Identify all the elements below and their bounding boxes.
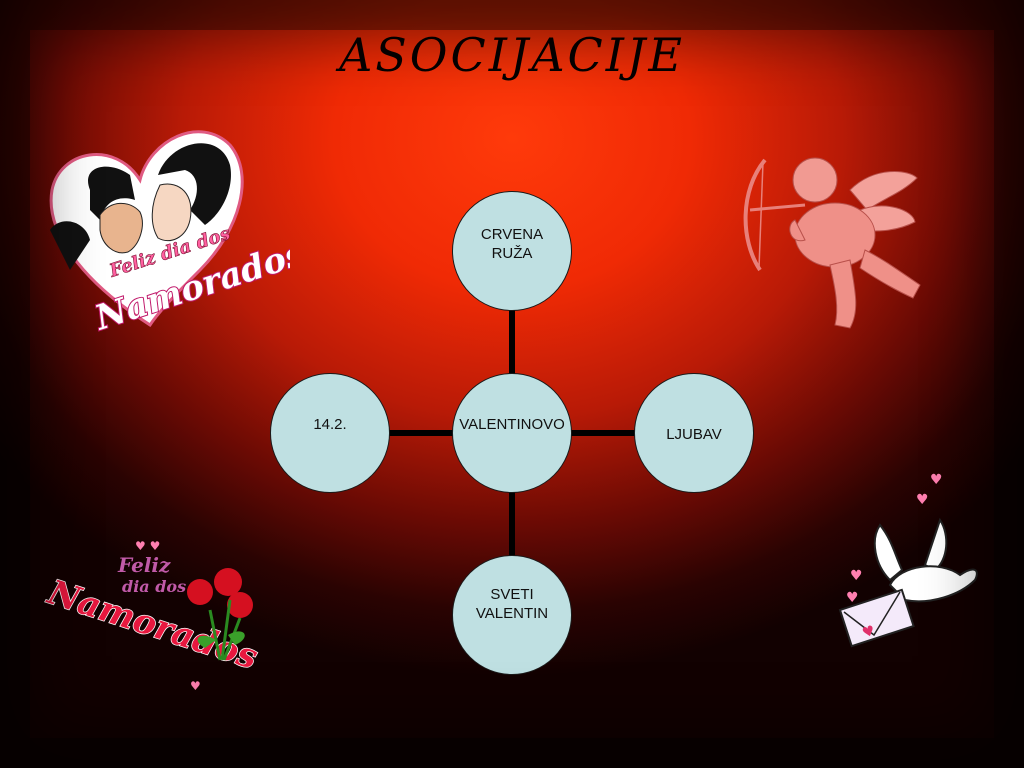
namorados-roses-logo-line1: Feliz xyxy=(117,553,171,577)
node-center-valentinovo[interactable]: VALENTINOVO xyxy=(452,373,572,493)
cupid-clipart xyxy=(743,157,921,329)
svg-text:♥ ♥: ♥ ♥ xyxy=(135,539,160,553)
node-crvena-ruza[interactable]: CRVENA RUŽA xyxy=(452,191,572,311)
node-sveti-valentin-label: SVETI VALENTIN xyxy=(475,586,549,622)
dove-love-letter-clipart: ♥ ♥ ♥ ♥ ♥ xyxy=(838,472,978,648)
svg-text:♥: ♥ xyxy=(916,492,929,508)
connector-top xyxy=(509,310,515,376)
node-crvena-ruza-label: CRVENA RUŽA xyxy=(480,226,544,262)
svg-text:♥: ♥ xyxy=(860,623,877,642)
connector-left xyxy=(388,430,454,436)
node-sveti-valentin[interactable]: SVETI VALENTIN xyxy=(452,555,572,675)
connector-right xyxy=(570,430,636,436)
node-14-2[interactable]: 14.2. xyxy=(270,373,390,493)
slide-title: ASOCIJACIJE xyxy=(339,28,685,82)
svg-text:♥: ♥ xyxy=(846,590,859,606)
svg-text:♥: ♥ xyxy=(930,472,943,488)
svg-text:♥: ♥ xyxy=(850,568,863,584)
svg-text:♥: ♥ xyxy=(190,679,201,693)
node-14-2-label: 14.2. xyxy=(313,416,347,433)
namorados-roses-logo: Feliz dia dos Namorados ♥ ♥ ♥ xyxy=(42,539,263,693)
couple-heart-clipart xyxy=(49,130,244,328)
node-ljubav-label: LJUBAV xyxy=(666,426,722,443)
node-center-label: VALENTINOVO xyxy=(459,416,565,433)
node-ljubav[interactable]: LJUBAV xyxy=(634,373,754,493)
connector-bottom xyxy=(509,490,515,556)
namorados-logo-top: Feliz dia dos Namorados xyxy=(90,223,290,340)
namorados-roses-logo-line2: dia dos xyxy=(122,577,186,596)
